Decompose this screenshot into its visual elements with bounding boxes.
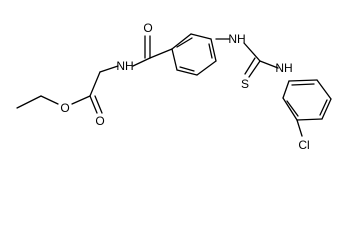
atom-label-o-ester-carbonyl: O	[95, 114, 104, 128]
molecule-drawing: O NH NH S NH O O Cl	[16, 21, 332, 152]
atom-label-nh-amide: NH	[116, 59, 133, 73]
bond	[16, 95, 42, 109]
bond	[89, 71, 101, 97]
bond	[89, 95, 98, 114]
bond	[149, 48, 173, 59]
bond	[286, 100, 299, 117]
bond	[208, 43, 213, 59]
bond	[94, 95, 103, 114]
bond	[196, 60, 217, 76]
structure-canvas: O NH NH S NH O O Cl	[16, 21, 332, 152]
bond	[259, 60, 279, 69]
bond	[244, 57, 256, 75]
bond	[190, 33, 212, 40]
bond	[319, 99, 328, 116]
bond	[71, 95, 91, 105]
bond	[210, 38, 217, 62]
atom-label-o-ester-ether: O	[60, 101, 69, 115]
bond	[321, 98, 332, 120]
bond	[296, 118, 323, 121]
atom-label-nh-aryl: NH	[275, 61, 292, 75]
bond	[176, 37, 193, 48]
bond	[176, 69, 198, 76]
bond	[179, 66, 195, 72]
bond	[296, 119, 303, 137]
bond	[316, 79, 332, 100]
bond	[40, 95, 59, 105]
bond	[171, 33, 192, 50]
bond	[243, 42, 261, 62]
bond	[132, 57, 151, 67]
atom-label-cl: Cl	[298, 138, 309, 152]
bond	[248, 60, 261, 78]
bond	[291, 83, 315, 86]
bond	[282, 97, 298, 121]
bond	[99, 65, 119, 73]
atom-label-nh-thiourea: NH	[228, 32, 245, 46]
atom-label-s: S	[241, 77, 249, 91]
bond	[171, 48, 178, 71]
atom-label-o-carbonyl: O	[143, 21, 152, 35]
bond	[288, 79, 318, 82]
bond	[282, 80, 290, 99]
